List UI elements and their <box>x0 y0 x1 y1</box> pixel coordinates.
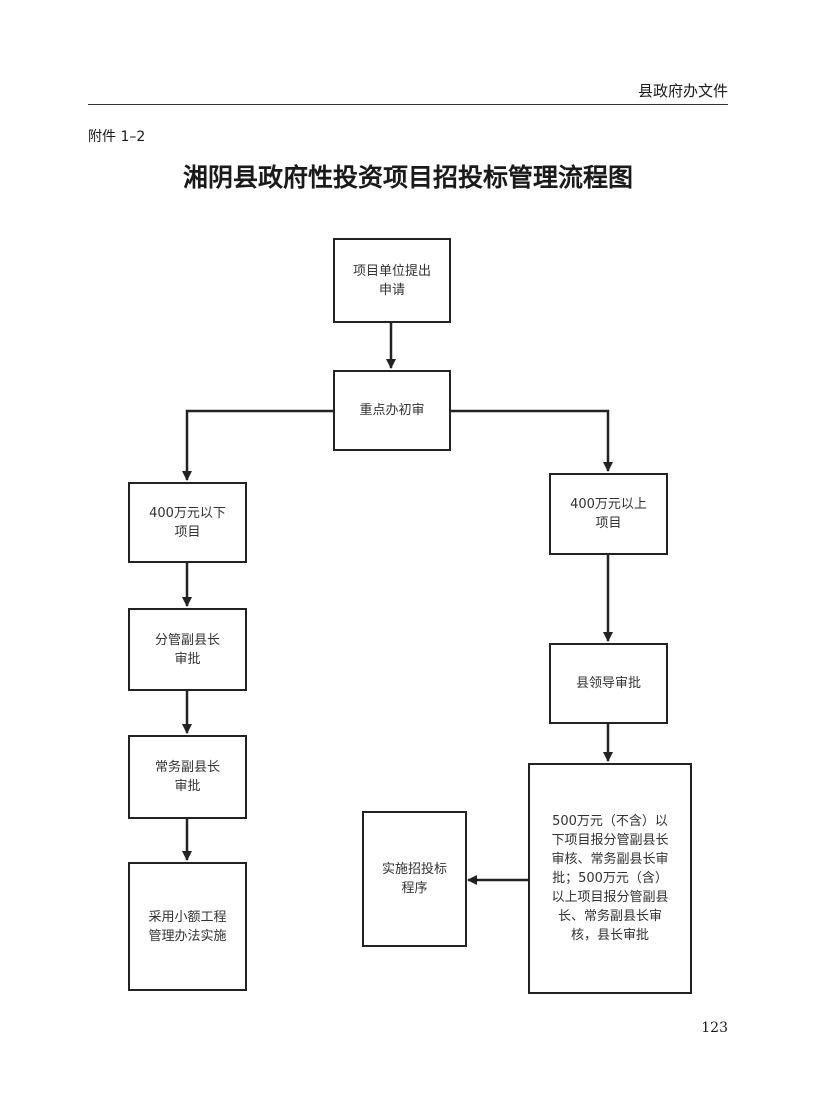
box-initial-review: 重点办初审 <box>333 370 451 451</box>
box-executive-vice-review: 常务副县长审批 <box>128 735 247 819</box>
box-text: 400万元以下 <box>149 505 226 521</box>
box-text: 审核、常务副县长审 <box>551 852 669 867</box>
running-header: 县政府办文件 <box>637 82 728 100</box>
attachment-label: 附件 1–2 <box>88 129 146 145</box>
box-text: 长、常务副县长审 <box>557 909 662 924</box>
box-apply: 项目单位提出申请 <box>333 238 451 323</box>
box-text: 申请 <box>378 282 405 298</box>
box-text: 审批 <box>174 779 201 794</box>
box-text: 项目单位提出 <box>352 263 431 279</box>
box-text: 常务副县长 <box>154 760 220 775</box>
box-text: 分管副县长 <box>154 632 220 648</box>
box-text: 项目 <box>595 516 622 531</box>
box-approval-rules: 500万元（不含）以 下项目报分管副县长 审核、常务副县长审 批；500万元（含… <box>528 763 692 994</box>
box-text: 管理办法实施 <box>148 928 227 944</box>
arrow-review-to-above400 <box>450 409 613 472</box>
box-text: 实施招投标 <box>381 862 447 877</box>
box-vice-magistrate-review: 分管副县长审批 <box>128 608 247 691</box>
page-number: 123 <box>701 1020 728 1036</box>
box-text: 审批 <box>174 651 201 667</box>
box-below-400: 400万元以下项目 <box>128 482 247 563</box>
box-text: 下项目报分管副县长 <box>551 833 669 848</box>
box-text: 采用小额工程 <box>148 909 227 925</box>
box-county-leader-review: 县领导审批 <box>549 643 668 724</box>
box-text: 500万元（不含）以 <box>552 814 668 829</box>
box-text: 重点办初审 <box>359 403 425 418</box>
box-text: 以上项目报分管副县 <box>551 890 669 905</box>
box-tendering: 实施招投标程序 <box>362 811 467 947</box>
box-text: 批；500万元（含） <box>552 871 668 886</box>
header-divider <box>88 104 728 105</box>
box-above-400: 400万元以上项目 <box>549 473 668 555</box>
box-text: 县领导审批 <box>575 676 641 691</box>
box-small-project-method: 采用小额工程管理办法实施 <box>128 862 247 991</box>
box-text: 400万元以上 <box>570 497 647 512</box>
box-text: 项目 <box>174 524 201 540</box>
box-text: 核，县长审批 <box>570 928 649 943</box>
page-title: 湘阴县政府性投资项目招投标管理流程图 <box>182 163 633 192</box>
arrow-review-to-below400 <box>182 409 333 481</box>
box-text: 程序 <box>401 881 428 896</box>
